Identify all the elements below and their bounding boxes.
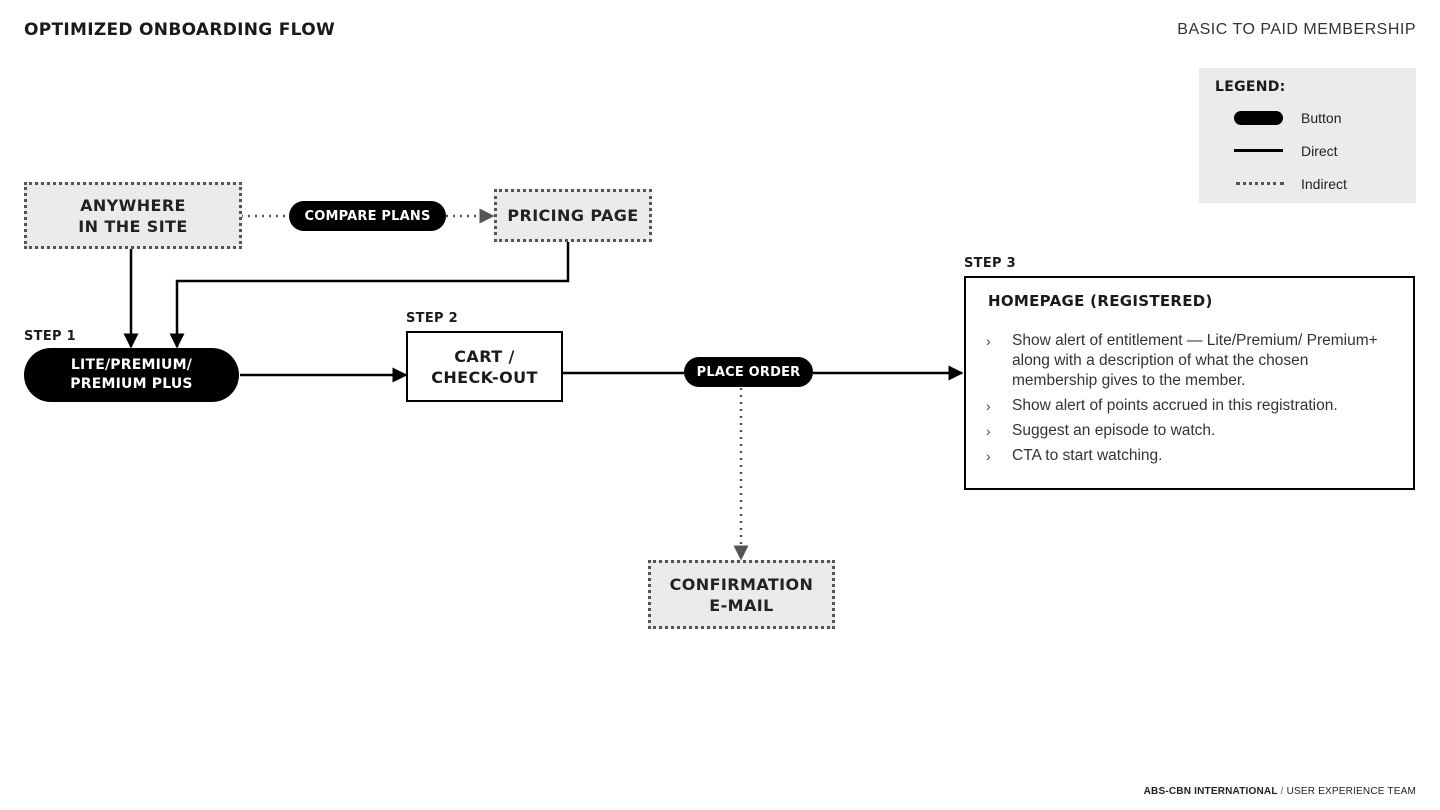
legend-button-label: Button — [1301, 110, 1342, 126]
chevron-right-icon: › — [986, 333, 991, 349]
page-title: OPTIMIZED ONBOARDING FLOW — [24, 20, 336, 40]
legend-direct-label: Direct — [1301, 143, 1338, 159]
step2-label: STEP 2 — [406, 311, 459, 326]
step1-label: STEP 1 — [24, 329, 77, 344]
homepage-title: HOMEPAGE (REGISTERED) — [988, 292, 1213, 310]
place-order-button[interactable]: PLACE ORDER — [684, 357, 813, 387]
list-item: ›Show alert of points accrued in this re… — [986, 397, 1338, 414]
list-item: ›Suggest an episode to watch. — [986, 422, 1216, 439]
homepage-list: ›Show alert of entitlement — Lite/Premiu… — [986, 331, 1396, 471]
legend-button-swatch — [1234, 111, 1283, 125]
pricing-page-node: PRICING PAGE — [494, 189, 652, 242]
chevron-right-icon: › — [986, 448, 991, 464]
legend-indirect-label: Indirect — [1301, 176, 1347, 192]
legend: LEGEND: Button Direct Indirect — [1199, 68, 1416, 203]
step3-label: STEP 3 — [964, 256, 1017, 271]
legend-title: LEGEND: — [1215, 79, 1286, 95]
chevron-right-icon: › — [986, 398, 991, 414]
chevron-right-icon: › — [986, 423, 991, 439]
direct-pricing-to-lite — [169, 242, 570, 349]
lite-premium-button[interactable]: LITE/PREMIUM/ PREMIUM PLUS — [24, 348, 239, 402]
footer-separator: / — [1277, 786, 1287, 797]
footer: ABS-CBN INTERNATIONAL / USER EXPERIENCE … — [1144, 786, 1416, 797]
anywhere-in-site-node: ANYWHERE IN THE SITE — [24, 182, 242, 249]
homepage-registered-node: HOMEPAGE (REGISTERED) ›Show alert of ent… — [964, 276, 1415, 490]
footer-org: ABS-CBN INTERNATIONAL — [1143, 786, 1278, 797]
compare-plans-button[interactable]: COMPARE PLANS — [289, 201, 446, 231]
list-item: ›CTA to start watching. — [986, 447, 1163, 464]
legend-direct-swatch — [1234, 149, 1283, 152]
list-item: ›Show alert of entitlement — Lite/Premiu… — [986, 332, 1378, 389]
page-subtitle: BASIC TO PAID MEMBERSHIP — [1177, 21, 1416, 38]
confirmation-email-node: CONFIRMATION E-MAIL — [648, 560, 835, 629]
footer-team: USER EXPERIENCE TEAM — [1286, 786, 1416, 797]
legend-indirect-swatch — [1236, 182, 1284, 185]
cart-checkout-node: CART / CHECK-OUT — [406, 331, 563, 402]
